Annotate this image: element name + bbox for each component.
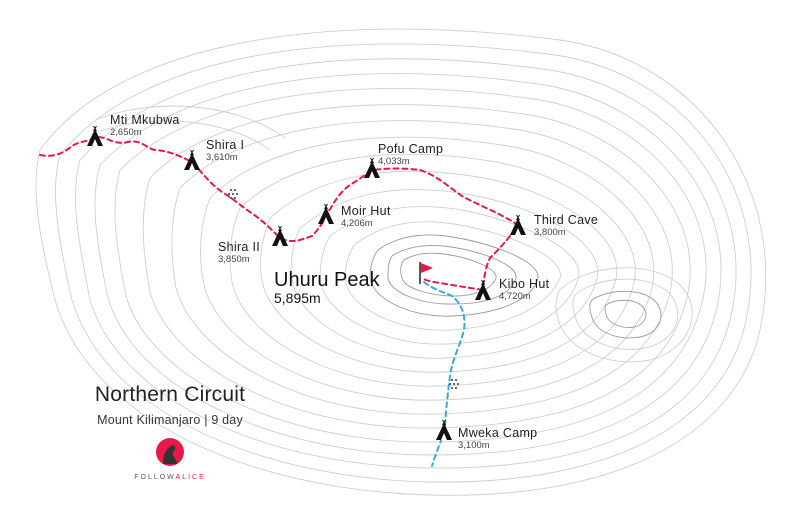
camp-elevation: 3,800m [534,227,566,238]
route-title-block: Northern Circuit Mount Kilimanjaro | 9 d… [60,383,280,481]
camp-elevation: 4,720m [499,291,531,302]
contour-lines [35,28,767,496]
camp-elevation: 3,610m [206,152,238,163]
camp-elevation: 2,650m [110,127,142,138]
tent-icon [271,225,289,247]
camp-kibo-hut[interactable]: Kibo Hut 4,720m [474,277,550,302]
summit-elevation: 5,895m [274,290,321,306]
alice-logo-icon [156,438,184,466]
camp-name: Shira I [206,138,244,152]
camp-elevation: 4,033m [378,156,410,167]
camp-elevation: 3,100m [458,440,490,451]
camp-name: Mti Mkubwa [110,113,180,127]
brand-part2: ALICE [175,474,206,481]
camp-mti-mkubwa[interactable]: Mti Mkubwa 2,650m [86,113,180,147]
camp-name: Third Cave [534,213,598,227]
camp-shira-2[interactable]: Shira II 3,850m [218,225,289,265]
tent-icon [86,125,104,147]
route-subtitle: Mount Kilimanjaro | 9 day [97,413,243,427]
camp-third-cave[interactable]: Third Cave 3,800m [509,213,598,238]
brand-part1: FOLLOW [134,474,176,481]
camp-name: Moir Hut [341,204,391,218]
brand-text: FOLLOWALICE [60,474,280,481]
camp-elevation: 3,850m [218,254,250,265]
camp-mweka-camp[interactable]: Mweka Camp 3,100m [435,419,537,451]
trail-marker-mweka [449,379,459,389]
camp-pofu-camp[interactable]: Pofu Camp 4,033m [363,142,443,179]
tent-icon [509,214,527,236]
northern-circuit-trail [39,136,520,292]
camp-name: Kibo Hut [499,277,550,291]
trail-marker-shira [228,189,238,199]
route-title: Northern Circuit [94,383,246,406]
flag-icon [419,262,433,284]
camp-shira-1[interactable]: Shira I 3,610m [183,138,244,171]
camp-name: Pofu Camp [378,142,443,156]
camp-moir-hut[interactable]: Moir Hut 4,206m [317,203,391,229]
summit-name: Uhuru Peak [274,269,381,291]
tent-icon [435,419,453,441]
camp-elevation: 4,206m [341,218,373,229]
camp-name: Shira II [218,240,260,254]
camp-name: Mweka Camp [458,426,537,440]
